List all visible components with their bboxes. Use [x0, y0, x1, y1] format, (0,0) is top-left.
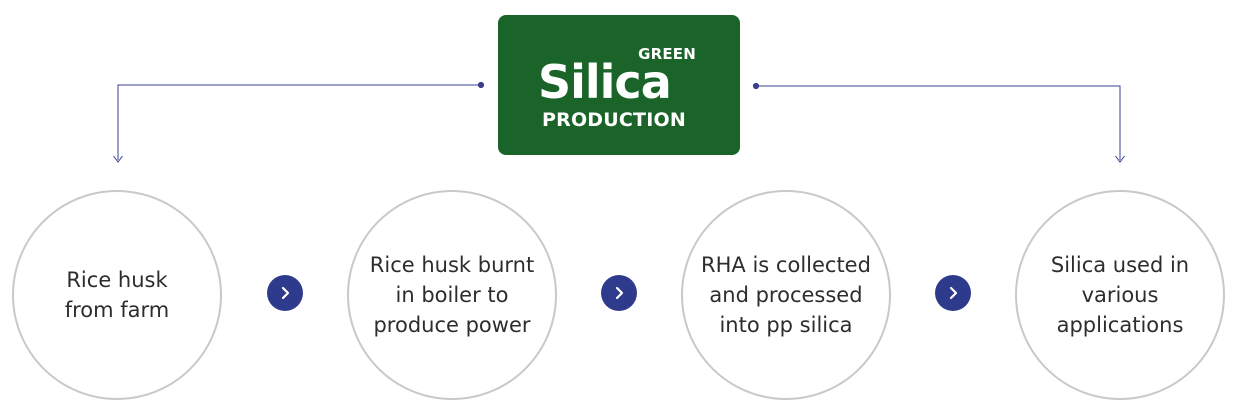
step-circle-3: RHA is collected and processed into pp s… — [681, 190, 891, 400]
step-label-2: Rice husk burnt in boiler to produce pow… — [369, 253, 535, 337]
step-label-3: RHA is collected and processed into pp s… — [701, 253, 871, 337]
chevron-right-icon — [281, 286, 290, 300]
step-label-4: Silica used in various applications — [1050, 253, 1190, 337]
step-circle-2: Rice husk burnt in boiler to produce pow… — [347, 190, 557, 400]
next-arrow-button-1 — [267, 275, 303, 311]
right-connector — [752, 82, 1125, 163]
chevron-right-icon — [949, 286, 958, 300]
left-connector — [113, 81, 485, 163]
badge-wordmark: Silica — [538, 55, 672, 109]
green-silica-production-badge: GREEN Silica PRODUCTION — [498, 15, 740, 155]
step-circle-1: Rice husk from farm — [12, 190, 222, 400]
chevron-right-icon — [615, 286, 624, 300]
next-arrow-button-3 — [935, 275, 971, 311]
step-circle-4: Silica used in various applications — [1015, 190, 1225, 400]
step-label-1: Rice husk from farm — [64, 268, 170, 322]
badge-production-label: PRODUCTION — [542, 109, 686, 131]
next-arrow-button-2 — [601, 275, 637, 311]
badge-green-label: GREEN — [638, 45, 696, 63]
